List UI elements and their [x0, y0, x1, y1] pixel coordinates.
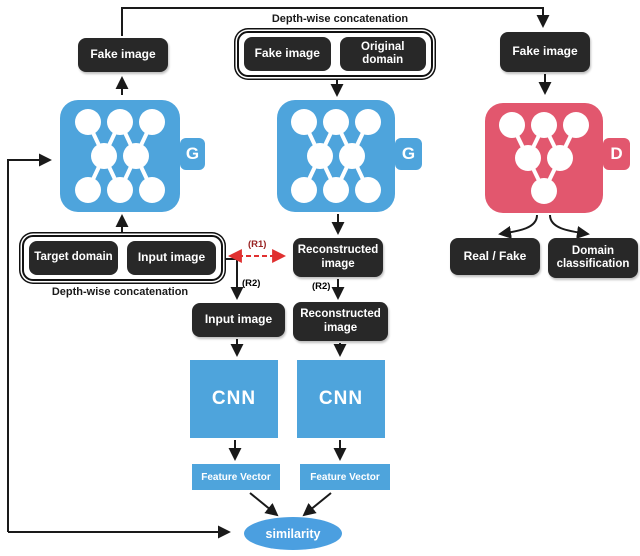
input-image-box-top: Input image	[127, 241, 216, 275]
original-domain-box: Original domain	[339, 37, 426, 71]
feature-vector-box-left: Feature Vector	[192, 464, 280, 490]
arrow-featurevectorright-to-similarity	[302, 492, 332, 517]
r2-label-left: (R2)	[242, 278, 261, 289]
feature-vector-box-right: Feature Vector	[300, 464, 390, 490]
neural-network-icon	[75, 109, 165, 203]
cnn-block-right: CNN	[297, 360, 385, 438]
cnn-block-left: CNN	[190, 360, 278, 438]
reconstructed-image-box-2: Reconstructed image	[293, 302, 388, 341]
similarity-node: similarity	[244, 517, 342, 550]
r1-label: (R1)	[248, 239, 267, 250]
input-image-box-2: Input image	[192, 303, 285, 337]
real-fake-box: Real / Fake	[450, 238, 540, 275]
arrow-featurevectorleft-to-similarity	[249, 492, 279, 517]
discriminator-block	[485, 103, 603, 213]
fake-image-box-right: Fake image	[500, 32, 590, 72]
neural-network-funnel-icon	[499, 112, 589, 204]
fake-image-box-middle: Fake image	[244, 37, 331, 71]
generator-left-tab: G	[180, 138, 205, 170]
arrow-inputimage-r2-elbow	[222, 258, 244, 300]
reconstructed-image-box-1: Reconstructed image	[293, 238, 383, 277]
fake-image-box-left: Fake image	[78, 38, 168, 72]
feedback-line-to-generator	[7, 153, 52, 532]
neural-network-icon	[291, 109, 381, 203]
r2-label-middle: (R2)	[312, 281, 331, 292]
discriminator-tab: D	[603, 138, 630, 170]
generator-middle-tab: G	[395, 138, 422, 170]
concat-container-fake-original: Fake image Original domain	[237, 31, 433, 77]
domain-classification-box: Domain classification	[548, 238, 638, 278]
generator-left-block	[60, 100, 180, 212]
target-domain-box: Target domain	[29, 241, 118, 275]
depthwise-concatenation-top-label: Depth-wise concatenation	[271, 13, 409, 25]
arrow-discriminator-to-realfake	[498, 214, 538, 239]
concat-container-target-input: Target domain Input image	[22, 235, 223, 281]
depthwise-concatenation-left-label: Depth-wise concatenation	[51, 286, 189, 298]
generator-middle-block	[277, 100, 395, 212]
arrow-discriminator-to-domainclass	[549, 214, 590, 239]
